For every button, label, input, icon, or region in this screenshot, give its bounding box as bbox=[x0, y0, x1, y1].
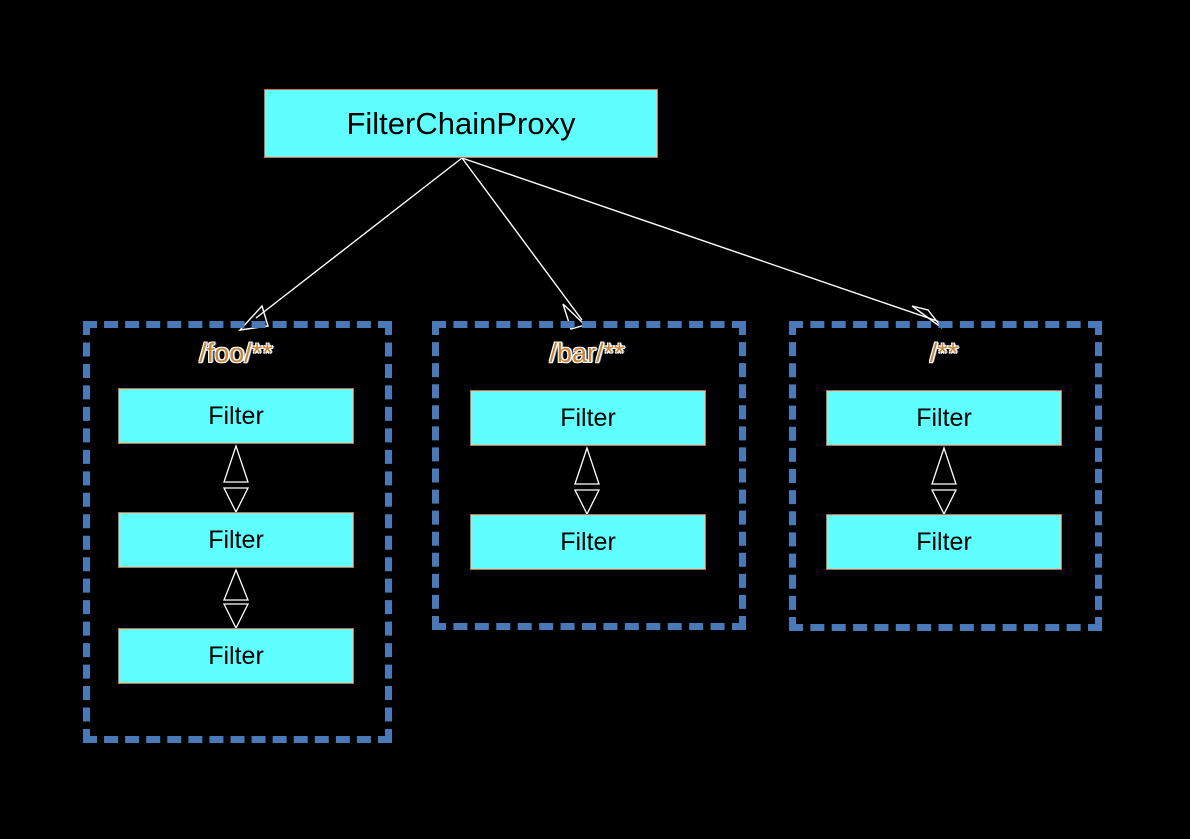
filter-node-catchall-1[interactable]: Filter bbox=[826, 390, 1062, 446]
chain-label-bar: /bar/** bbox=[549, 338, 625, 368]
filter-node-catchall-2[interactable]: Filter bbox=[826, 514, 1062, 570]
filter-node-label: Filter bbox=[916, 403, 972, 432]
filter-node-foo-1[interactable]: Filter bbox=[118, 388, 354, 444]
fanout-arrow-1 bbox=[461, 157, 587, 330]
fanout-arrow-0 bbox=[238, 157, 463, 331]
chain-group-catchall[interactable] bbox=[789, 321, 1102, 631]
chain-group-bar[interactable] bbox=[432, 321, 746, 630]
filter-node-label: Filter bbox=[560, 527, 616, 556]
filter-node-label: Filter bbox=[560, 403, 616, 432]
filter-node-label: Filter bbox=[208, 525, 264, 554]
fanout-arrow-2 bbox=[461, 157, 943, 329]
filter-node-bar-1[interactable]: Filter bbox=[470, 390, 706, 446]
node-filter-chain-proxy-label: FilterChainProxy bbox=[346, 106, 576, 141]
node-filter-chain-proxy[interactable]: FilterChainProxy bbox=[264, 89, 658, 158]
filter-node-bar-2[interactable]: Filter bbox=[470, 514, 706, 570]
filter-node-foo-2[interactable]: Filter bbox=[118, 512, 354, 568]
filter-node-foo-3[interactable]: Filter bbox=[118, 628, 354, 684]
chain-label-foo: /foo/** bbox=[199, 338, 273, 368]
filter-node-label: Filter bbox=[208, 641, 264, 670]
chain-group-foo[interactable] bbox=[83, 321, 392, 743]
filter-node-label: Filter bbox=[916, 527, 972, 556]
filter-node-label: Filter bbox=[208, 401, 264, 430]
chain-label-catchall: /** bbox=[929, 338, 959, 368]
